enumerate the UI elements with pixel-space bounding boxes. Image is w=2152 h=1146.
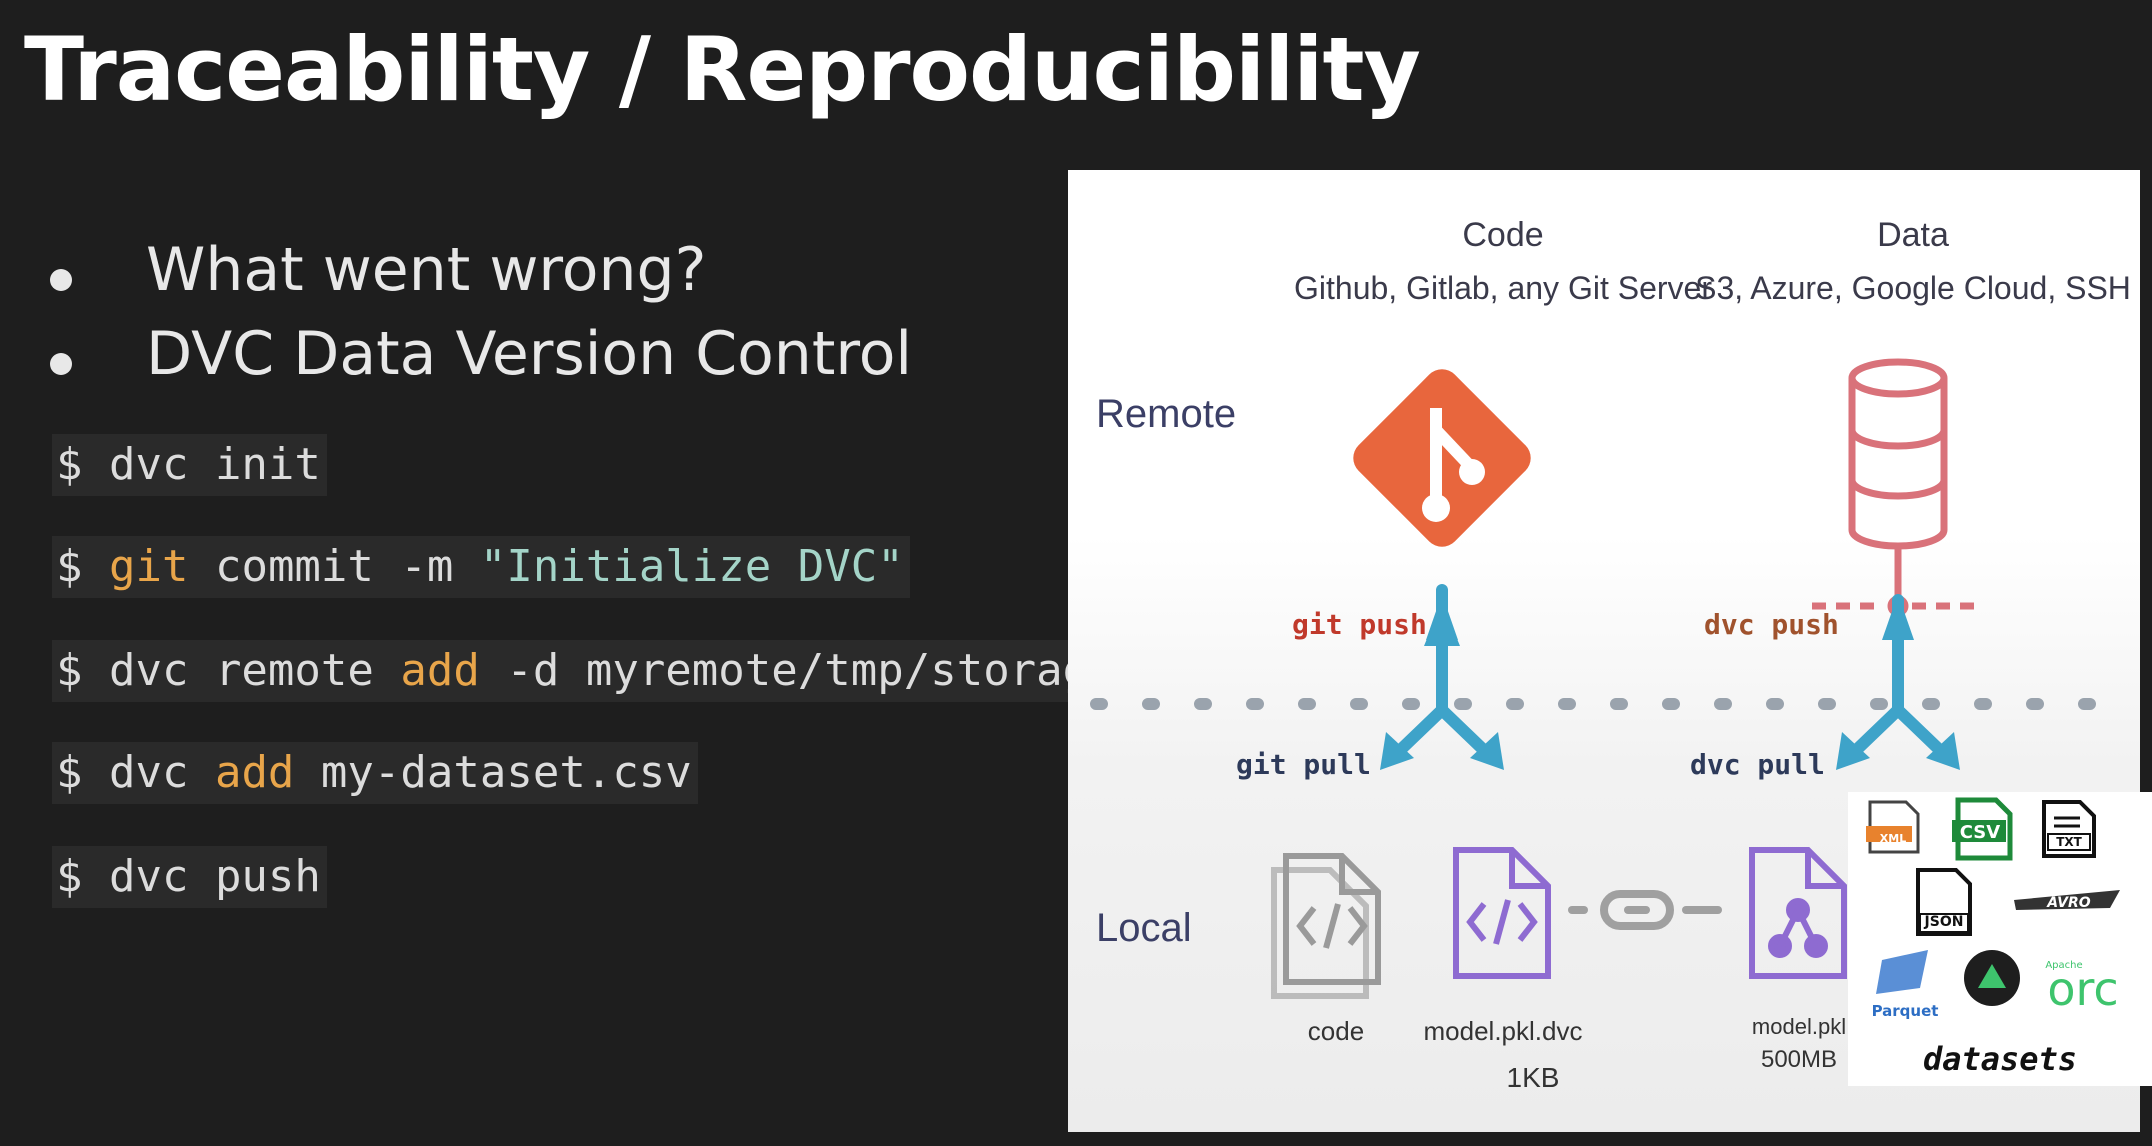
link-icon (1568, 890, 1722, 930)
dvc-file-label: model.pkl.dvc (1423, 1016, 1583, 1046)
xml-badge: XML (1879, 832, 1907, 845)
txt-file-icon (2042, 800, 2096, 858)
command-token: commit -m (188, 541, 480, 592)
dvc-push-label: dvc push (1704, 608, 1839, 641)
model-file-size: 500MB (1760, 1046, 1838, 1073)
code-subheader: Github, Gitlab, any Git Server (1294, 270, 1712, 306)
model-file-label: model.pkl (1751, 1014, 1847, 1039)
parquet-logo-icon (1876, 950, 1928, 994)
model-file-icon (1749, 847, 1847, 979)
csv-badge: CSV (1959, 822, 2001, 843)
command-prompt: $ (56, 747, 109, 798)
command-token: dvc (108, 747, 215, 798)
xml-file-icon (1866, 800, 1920, 854)
txt-badge: TXT (2056, 835, 2082, 849)
bullet-dot-icon (50, 353, 72, 375)
code-header: Code (1462, 216, 1544, 254)
json-badge: JSON (1924, 914, 1964, 930)
command-line: $ dvc remote add -d myremote/tmp/storage (52, 640, 1122, 702)
git-logo-icon (1353, 369, 1531, 547)
bullet-item: DVC Data Version Control (50, 319, 912, 403)
bullet-text: DVC Data Version Control (146, 319, 913, 389)
command-prompt: $ (56, 541, 109, 592)
orc-badge: orc (2047, 962, 2119, 1016)
remote-label: Remote (1096, 392, 1237, 436)
git-push-pull-arrows-icon (1380, 584, 1504, 770)
bullet-dot-icon (50, 269, 72, 291)
diagram-graphics (1090, 358, 2134, 999)
command-line: $ dvc add my-dataset.csv (52, 742, 698, 804)
dvc-file-icon (1453, 847, 1551, 979)
command-token: dvc push (108, 851, 321, 902)
data-subheader: S3, Azure, Google Cloud, SSH (1695, 270, 2131, 306)
avro-logo-icon (2002, 872, 2132, 934)
command-token: "Initialize DVC" (479, 541, 904, 592)
command-prompt: $ (56, 851, 109, 902)
csv-file-icon (1952, 797, 2013, 861)
dvc-pull-label: dvc pull (1690, 748, 1825, 781)
command-line: $ dvc init (52, 434, 327, 496)
git-push-label: git push (1292, 608, 1427, 641)
apache-badge: Apache (2045, 960, 2083, 971)
database-icon (1812, 358, 1984, 617)
command-token: git (108, 541, 189, 592)
command-token: dvc remote (108, 645, 401, 696)
command-prompt: $ (56, 439, 109, 490)
data-header: Data (1877, 216, 1949, 254)
avro-badge: AVRO (2047, 895, 2091, 911)
code-file-label: code (1307, 1016, 1365, 1046)
command-token: add (214, 747, 295, 798)
command-token: add (400, 645, 480, 696)
command-token: -d myremote/tmp/storage (479, 645, 1116, 696)
datasets-panel: XML CSV TXT JSON AVRO Parquet Apache orc… (1848, 792, 2152, 1086)
parquet-badge: Parquet (1871, 1002, 1939, 1020)
json-file-icon (1916, 868, 1972, 936)
git-pull-label: git pull (1236, 748, 1371, 781)
format-icons (1866, 797, 2132, 1006)
orc-logo-icon (1964, 950, 2020, 1006)
command-prompt: $ (56, 645, 109, 696)
local-label: Local (1096, 906, 1192, 950)
dvc-file-size: 1KB (1506, 1062, 1560, 1093)
dvc-push-pull-arrows-icon (1836, 594, 1960, 770)
slide-title: Traceability / Reproducibility (24, 18, 1421, 121)
code-file-icon (1271, 853, 1381, 999)
command-token: dvc init (108, 439, 321, 490)
bullet-text: What went wrong? (146, 235, 707, 305)
datasets-label: datasets (1922, 1040, 2078, 1078)
bullet-list: What went wrong? DVC Data Version Contro… (50, 235, 912, 403)
bullet-item: What went wrong? (50, 235, 912, 319)
command-token: my-dataset.csv (294, 747, 692, 798)
command-line: $ git commit -m "Initialize DVC" (52, 536, 910, 598)
command-line: $ dvc push (52, 846, 327, 908)
